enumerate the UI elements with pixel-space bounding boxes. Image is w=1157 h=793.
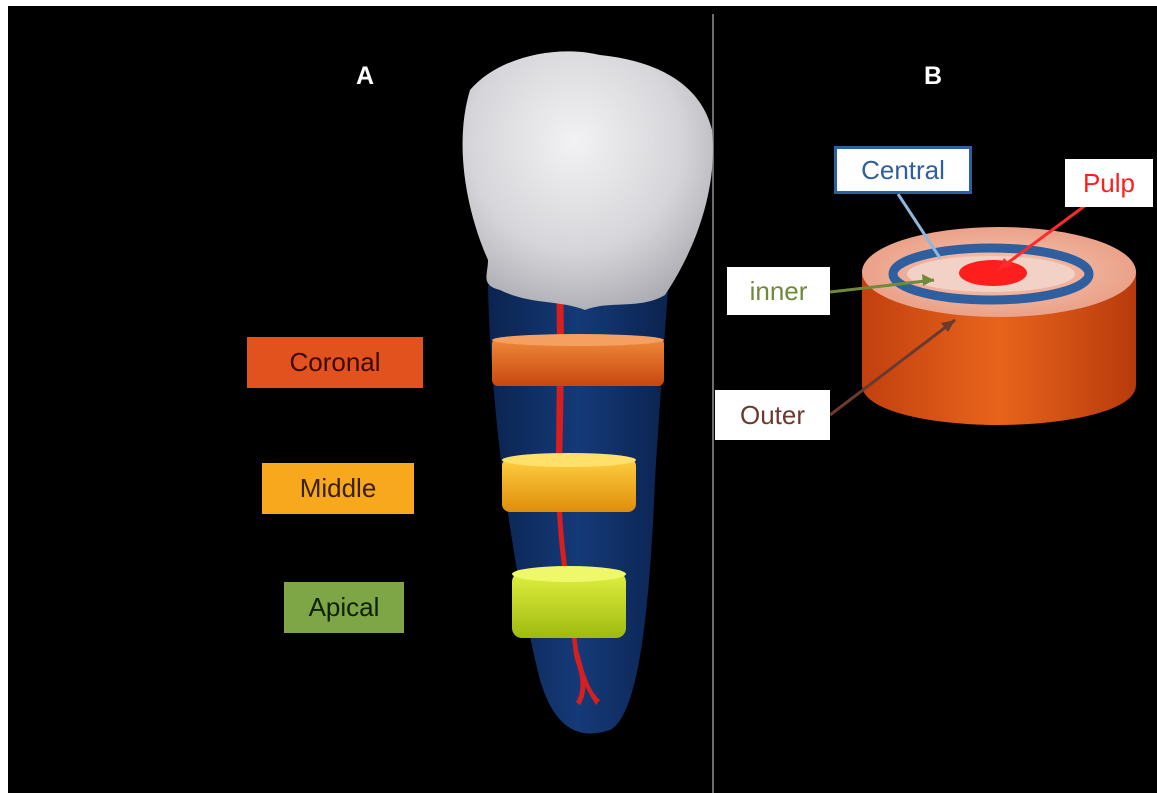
apical-label: Apical bbox=[284, 582, 404, 633]
middle-band bbox=[502, 453, 636, 512]
coronal-label: Coronal bbox=[247, 337, 423, 388]
tooth-crown bbox=[463, 51, 713, 310]
coronal-band bbox=[492, 334, 664, 386]
middle-label: Middle bbox=[262, 463, 414, 514]
central-callout: Central bbox=[834, 146, 972, 194]
inner-callout: inner bbox=[727, 267, 830, 315]
apical-band bbox=[512, 566, 626, 638]
panel-b-label: B bbox=[924, 62, 942, 91]
pulp-callout: Pulp bbox=[1065, 159, 1153, 207]
panel-a-label: A bbox=[356, 62, 374, 91]
outer-callout: Outer bbox=[715, 390, 830, 440]
cross-section-disc bbox=[862, 227, 1136, 425]
